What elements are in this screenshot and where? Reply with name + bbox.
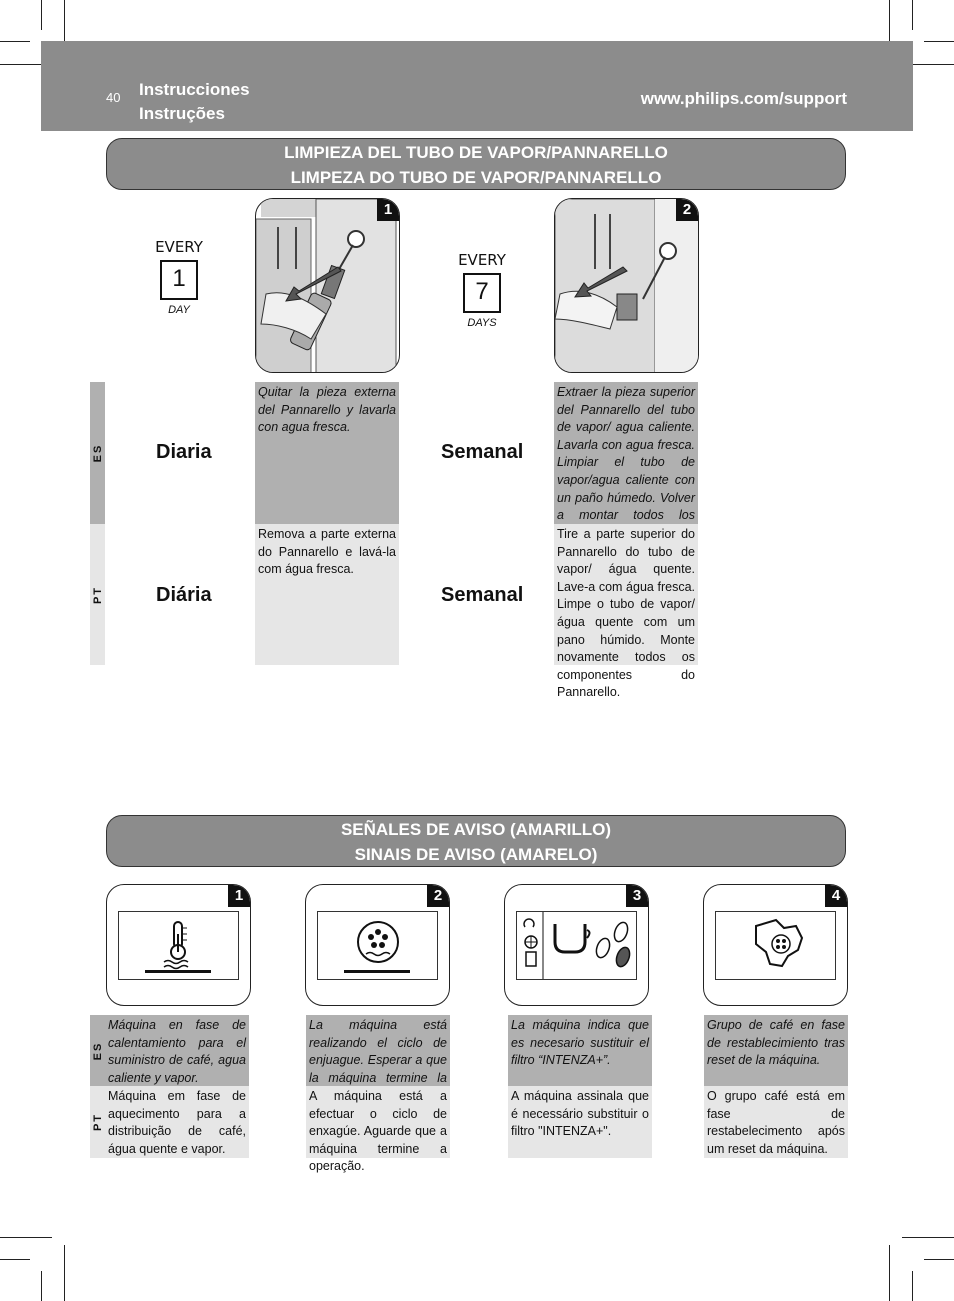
warning-text-pt: Máquina em fase de aquecimento para a di… xyxy=(105,1086,249,1158)
page-number: 40 xyxy=(106,90,121,105)
header-title-es: Instrucciones xyxy=(139,80,250,99)
page-header xyxy=(41,41,913,131)
instruction-daily-es: Quitar la pieza externa del Pannarello y… xyxy=(255,382,399,524)
instruction-daily-pt: Remova a parte externa do Pannarello e l… xyxy=(255,524,399,665)
warning-text-es: La máquina indica que es necesario susti… xyxy=(508,1015,652,1086)
section-title-es: LIMPIEZA DEL TUBO DE VAPOR/PANNARELLO xyxy=(284,143,668,162)
section-title-warnings: SEÑALES DE AVISO (AMARILLO) SINAIS DE AV… xyxy=(106,815,846,867)
lang-pt-strip: PT xyxy=(90,1086,105,1158)
crop-mark xyxy=(0,41,30,42)
lang-pt-label: PT xyxy=(91,585,104,604)
frequency-daily-es: Diaria xyxy=(156,441,212,463)
display-screen xyxy=(317,911,438,980)
warning-badge: 3 xyxy=(626,885,648,907)
crop-mark xyxy=(64,1245,65,1301)
lang-es-label: ES xyxy=(91,1041,104,1060)
crop-mark xyxy=(912,1271,913,1301)
warning-badge: 4 xyxy=(825,885,847,907)
warning-text-pt: A máquina assinala que é necessário subs… xyxy=(508,1086,652,1158)
frequency-weekly-pt: Semanal xyxy=(441,584,524,606)
step-badge: 1 xyxy=(377,199,399,221)
crop-mark xyxy=(902,1237,954,1238)
lang-pt-strip: PT xyxy=(90,524,105,665)
warning-panel-brew-group: 4 xyxy=(703,884,848,1006)
rinse-icon xyxy=(344,921,410,973)
crop-mark xyxy=(924,41,954,42)
header-title-pt: Instruções xyxy=(139,104,225,123)
calendar-count: 7 xyxy=(475,278,489,305)
warning-panel-rinse: 2 xyxy=(305,884,450,1006)
step-badge: 2 xyxy=(676,199,698,221)
display-screen xyxy=(118,911,239,980)
section-title-cleaning: LIMPIEZA DEL TUBO DE VAPOR/PANNARELLO LI… xyxy=(106,138,846,190)
crop-mark xyxy=(0,64,52,65)
display-screen xyxy=(715,911,836,980)
pannarello-removal-illustration xyxy=(256,199,397,372)
crop-mark xyxy=(41,0,42,30)
warning-text-pt: A máquina está a efectuar o ciclo de enx… xyxy=(306,1086,450,1173)
crop-mark xyxy=(64,0,65,62)
illustration-pannarello-daily: 1 xyxy=(255,198,400,373)
lang-es-label: ES xyxy=(91,443,104,463)
brew-group-icon xyxy=(755,918,804,968)
warning-text-es: La máquina está realizando el ciclo de e… xyxy=(306,1015,450,1102)
every-label: EVERY xyxy=(458,251,506,269)
filter-icon xyxy=(523,912,631,979)
warning-text-es: Grupo de café en fase de restablecimient… xyxy=(704,1015,848,1086)
pannarello-top-removal-illustration xyxy=(555,199,698,372)
frequency-daily-pt: Diária xyxy=(156,584,212,606)
instruction-weekly-es: Extraer la pieza superior del Pannarello… xyxy=(554,382,698,557)
crop-mark xyxy=(912,0,913,30)
warning-text-es: Máquina en fase de calentamiento para el… xyxy=(105,1015,249,1086)
header-title: Instrucciones Instruções xyxy=(139,78,250,126)
section-title-pt: LIMPEZA DO TUBO DE VAPOR/PANNARELLO xyxy=(290,168,662,187)
thermometer-icon xyxy=(145,921,211,973)
display-screen xyxy=(516,911,637,980)
lang-pt-label: PT xyxy=(91,1112,104,1132)
warning-panel-filter: 3 xyxy=(504,884,649,1006)
support-url: www.philips.com/support xyxy=(640,89,847,108)
calendar-icon: 1 xyxy=(160,260,198,300)
crop-mark xyxy=(902,64,954,65)
crop-mark xyxy=(889,0,890,62)
crop-mark xyxy=(0,1237,52,1238)
calendar-unit: DAYS xyxy=(467,317,497,329)
warning-panel-warmup: 1 xyxy=(106,884,251,1006)
crop-mark xyxy=(41,1271,42,1301)
lang-es-strip: ES xyxy=(90,1015,105,1086)
lang-es-strip: ES xyxy=(90,382,105,524)
every-label: EVERY xyxy=(155,238,203,256)
calendar-count: 1 xyxy=(172,265,186,292)
crop-mark xyxy=(924,1259,954,1260)
frequency-weekly-es: Semanal xyxy=(441,441,524,463)
warning-text-pt: O grupo café está em fase de restabeleci… xyxy=(704,1086,848,1158)
illustration-pannarello-weekly: 2 xyxy=(554,198,699,373)
crop-mark xyxy=(0,1259,30,1260)
warning-badge: 2 xyxy=(427,885,449,907)
instruction-weekly-pt: Tire a parte superior do Pannarello do t… xyxy=(554,524,698,699)
crop-mark xyxy=(889,1245,890,1301)
calendar-unit: DAY xyxy=(168,304,190,316)
section-title-pt: SINAIS DE AVISO (AMARELO) xyxy=(354,845,598,864)
warning-badge: 1 xyxy=(228,885,250,907)
calendar-icon: 7 xyxy=(463,273,501,313)
section-title-es: SEÑALES DE AVISO (AMARILLO) xyxy=(340,820,612,839)
